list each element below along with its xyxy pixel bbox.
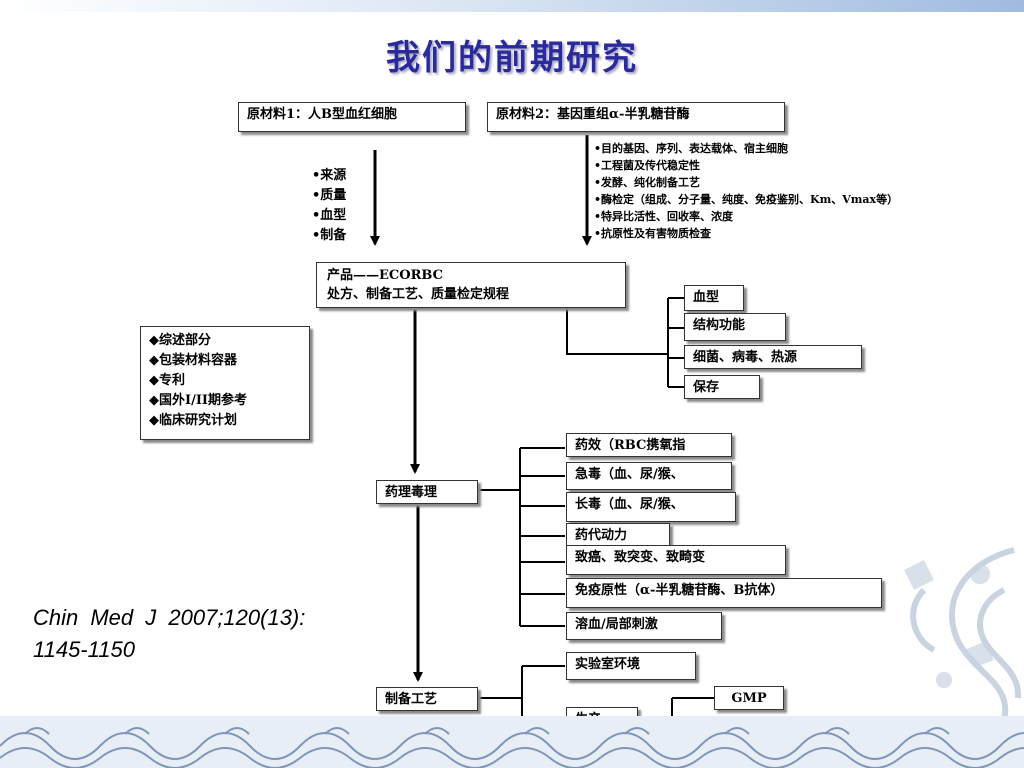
product-box: 产品——ECORBC 处方、制备工艺、质量检定规程 — [316, 262, 626, 308]
top-gradient-bar — [0, 0, 1024, 12]
citation-line-1: Chin Med J 2007;120(13): — [33, 605, 306, 630]
product-name: 产品——ECORBC — [327, 268, 443, 283]
check-storage: 保存 — [684, 375, 760, 399]
documents-item: ◆国外I/II期参考 — [149, 393, 247, 408]
factor-item: •发酵、纯化制备工艺 — [594, 176, 701, 189]
factor-item: •酶检定（组成、分子量、纯度、免疫鉴别、Km、Vmax等） — [594, 193, 899, 206]
check-structure-function: 结构功能 — [684, 313, 786, 341]
documents-item: ◆包装材料容器 — [149, 353, 237, 368]
check-blood-type: 血型 — [684, 285, 744, 311]
pharm-item-pharmacokinetics: 药代动力 — [566, 523, 670, 547]
factor-item: •质量 — [312, 188, 347, 203]
manufacturing-box: 制备工艺 — [376, 687, 478, 711]
documents-item: ◆临床研究计划 — [149, 413, 237, 428]
production-item-gmp: GMP — [714, 686, 784, 710]
material-1-factors: •来源 •质量 •血型 •制备 — [312, 166, 346, 246]
slide-title: 我们的前期研究 — [386, 38, 638, 78]
material-2-factors: •目的基因、序列、表达载体、宿主细胞 •工程菌及传代稳定性 •发酵、纯化制备工艺… — [594, 140, 898, 242]
pharm-tox-box: 药理毒理 — [376, 480, 478, 504]
pharm-item-carcinogenicity: 致癌、致突变、致畸变 — [566, 545, 786, 575]
wave-decoration — [0, 716, 1024, 768]
factor-item: •特异比活性、回收率、浓度 — [594, 210, 734, 223]
factor-item: •来源 — [312, 168, 347, 183]
product-specs: 处方、制备工艺、质量检定规程 — [327, 287, 510, 302]
documents-list-box: ◆综述部分 ◆包装材料容器 ◆专利 ◆国外I/II期参考 ◆临床研究计划 — [140, 326, 310, 440]
factor-item: •工程菌及传代稳定性 — [594, 159, 701, 172]
citation-line-2: 1145-1150 — [33, 637, 135, 662]
raw-material-2-box: 原材料2：基因重组α-半乳糖苷酶 — [487, 102, 785, 132]
pharm-item-acute-toxicity: 急毒（血、尿/猴、 — [566, 462, 732, 490]
manufacturing-item-lab-environment: 实验室环境 — [566, 652, 696, 680]
factor-item: •血型 — [312, 208, 347, 223]
documents-item: ◆专利 — [149, 373, 185, 388]
raw-material-1-box: 原材料1：人B型血红细胞 — [238, 102, 466, 132]
pharm-item-efficacy: 药效（RBC携氧指 — [566, 433, 732, 457]
citation: Chin Med J 2007;120(13): 1145-1150 — [33, 602, 305, 666]
pharm-item-chronic-toxicity: 长毒（血、尿/猴、 — [566, 492, 736, 522]
documents-item: ◆综述部分 — [149, 333, 211, 348]
factor-item: •制备 — [312, 228, 347, 243]
check-bacteria-virus-pyrogen: 细菌、病毒、热源 — [684, 345, 862, 369]
pharm-item-hemolysis: 溶血/局部刺激 — [566, 612, 722, 640]
factor-item: •抗原性及有害物质检查 — [594, 227, 712, 240]
bracket-product-checks — [566, 304, 668, 355]
pharm-item-immunogenicity: 免疫原性（α-半乳糖苷酶、B抗体） — [566, 578, 882, 608]
factor-item: •目的基因、序列、表达载体、宿主细胞 — [594, 142, 789, 155]
